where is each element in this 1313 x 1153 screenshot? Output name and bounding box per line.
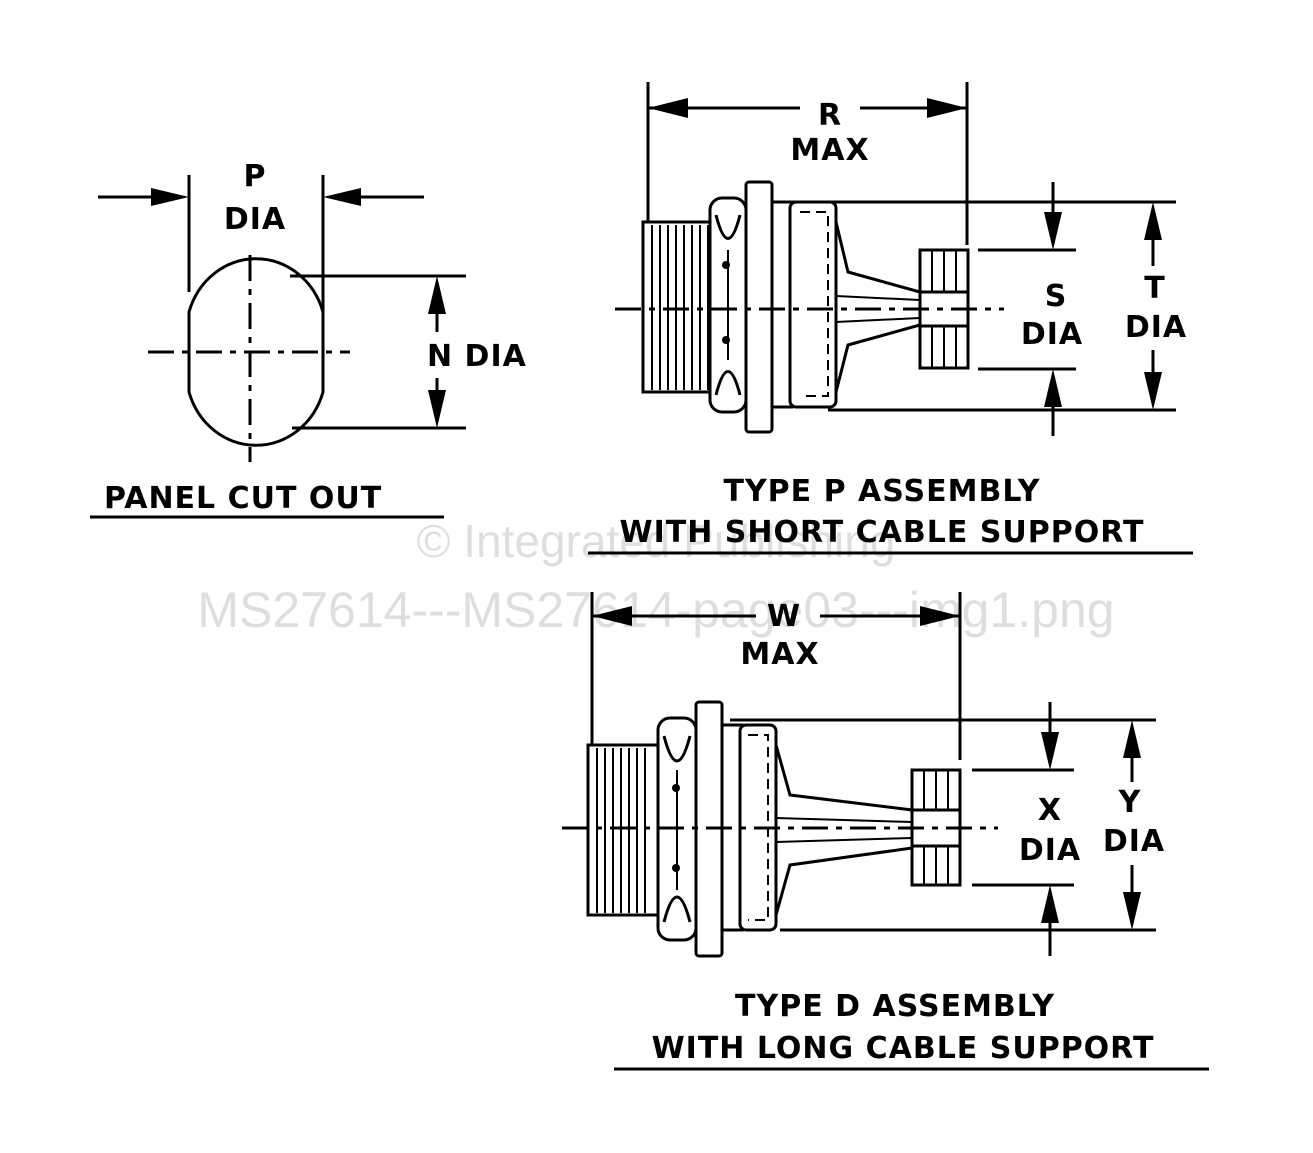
r-label-letter: R bbox=[818, 98, 842, 133]
w-arrow-left bbox=[592, 606, 632, 626]
y-label-dia: DIA bbox=[1103, 824, 1165, 859]
n-arrow-bottom bbox=[428, 390, 446, 428]
x-arrow-top bbox=[1041, 732, 1059, 770]
x-label-letter: X bbox=[1038, 793, 1062, 828]
t-arrow-bottom bbox=[1144, 372, 1162, 410]
watermark-filename: MS27614---MS27614-page03---img1.png bbox=[197, 582, 1114, 638]
type-p-title-line2: WITH SHORT CABLE SUPPORT bbox=[620, 515, 1145, 550]
w-arrow-right bbox=[920, 606, 960, 626]
t-label-letter: T bbox=[1144, 271, 1165, 306]
p-arrow-left bbox=[151, 188, 189, 206]
r-arrow-right bbox=[927, 98, 967, 118]
type-d-title-line2: WITH LONG CABLE SUPPORT bbox=[652, 1031, 1155, 1066]
s-label-letter: S bbox=[1045, 279, 1068, 314]
p-label-letter: P bbox=[244, 159, 267, 194]
x-label-dia: DIA bbox=[1019, 833, 1081, 868]
panel-cutout-view: P DIA N DIA PANEL CUT OUT bbox=[90, 159, 527, 519]
type-d-title-line1: TYPE D ASSEMBLY bbox=[735, 989, 1055, 1024]
r-label-max: MAX bbox=[790, 133, 869, 168]
w-label-letter: W bbox=[767, 599, 801, 634]
n-dia-label: N DIA bbox=[427, 339, 527, 374]
type-p-assembly-view: R MAX S DIA T DIA TYPE P ASSEMBLY WITH S… bbox=[588, 82, 1193, 555]
n-arrow-top bbox=[428, 276, 446, 314]
s-arrow-top bbox=[1044, 212, 1062, 250]
s-arrow-bottom bbox=[1044, 369, 1062, 407]
type-p-connector-body bbox=[641, 180, 970, 434]
s-label-dia: DIA bbox=[1021, 317, 1083, 352]
panel-cutout-title: PANEL CUT OUT bbox=[104, 481, 382, 516]
watermark-copyright: © Integrated Publishing bbox=[417, 515, 896, 567]
y-label-letter: Y bbox=[1118, 785, 1142, 820]
y-arrow-top bbox=[1123, 720, 1141, 758]
y-arrow-bottom bbox=[1123, 892, 1141, 930]
w-label-max: MAX bbox=[740, 637, 819, 672]
cutout-outline bbox=[187, 257, 325, 447]
x-arrow-bottom bbox=[1041, 885, 1059, 923]
p-label-dia: DIA bbox=[224, 202, 286, 237]
t-arrow-top bbox=[1144, 202, 1162, 240]
t-label-dia: DIA bbox=[1125, 310, 1187, 345]
p-arrow-right bbox=[323, 188, 361, 206]
type-d-assembly-view: W MAX X DIA Y DIA TYPE D ASSEMBLY WITH L… bbox=[562, 592, 1209, 1071]
type-p-title-line1: TYPE P ASSEMBLY bbox=[723, 474, 1040, 509]
watermark: © Integrated Publishing MS27614---MS2761… bbox=[197, 515, 1114, 638]
r-arrow-left bbox=[648, 98, 688, 118]
